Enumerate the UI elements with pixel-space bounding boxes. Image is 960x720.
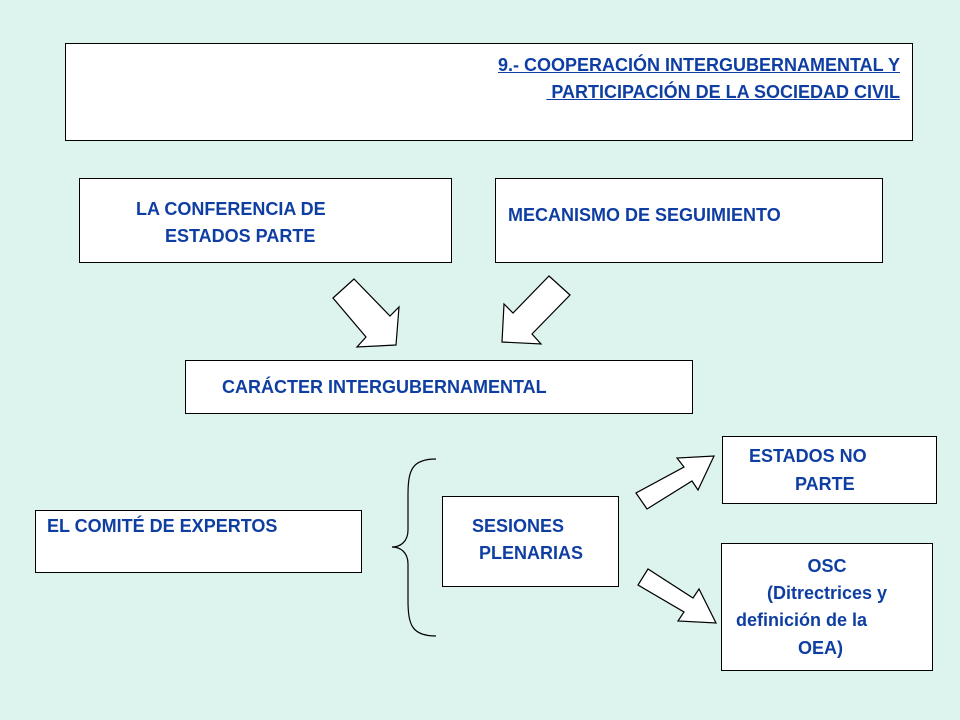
osc-box: OSC (Ditrectrices y definición de la OEA… — [721, 543, 933, 671]
mecanismo-box: MECANISMO DE SEGUIMIENTO — [495, 178, 883, 263]
title-box: 9.- COOPERACIÓN INTERGUBERNAMENTAL Y PAR… — [65, 43, 913, 141]
conferencia-box: LA CONFERENCIA DE ESTADOS PARTE — [79, 178, 452, 263]
arrow-conferencia-to-caracter — [332, 278, 400, 348]
osc-line-4: OEA) — [798, 638, 843, 658]
conferencia-line-2: ESTADOS PARTE — [165, 226, 316, 246]
estados-line-1: ESTADOS NO — [749, 446, 867, 466]
comite-box: EL COMITÉ DE EXPERTOS — [35, 510, 362, 573]
estados-no-parte-box: ESTADOS NO PARTE — [722, 436, 937, 504]
estados-line-2: PARTE — [795, 474, 855, 494]
sesiones-box: SESIONES PLENARIAS — [442, 496, 619, 587]
arrow-sesiones-to-osc — [637, 568, 717, 624]
osc-line-2: (Ditrectrices y — [766, 583, 888, 603]
title-line-2: PARTICIPACIÓN DE LA SOCIEDAD CIVIL — [546, 82, 900, 102]
conferencia-line-1: LA CONFERENCIA DE — [136, 199, 326, 219]
mecanismo-label: MECANISMO DE SEGUIMIENTO — [508, 205, 781, 225]
osc-line-3: definición de la — [736, 610, 868, 630]
sesiones-line-1: SESIONES — [472, 516, 565, 536]
curly-brace — [391, 458, 437, 637]
arrow-sesiones-to-estados — [635, 455, 715, 510]
osc-line-1: OSC — [807, 556, 847, 576]
caracter-box: CARÁCTER INTERGUBERNAMENTAL — [185, 360, 693, 414]
title-line-1: 9.- COOPERACIÓN INTERGUBERNAMENTAL Y — [497, 55, 900, 75]
sesiones-line-2: PLENARIAS — [479, 543, 584, 563]
caracter-label: CARÁCTER INTERGUBERNAMENTAL — [222, 377, 547, 397]
comite-label: EL COMITÉ DE EXPERTOS — [47, 516, 278, 536]
arrow-mecanismo-to-caracter — [501, 275, 571, 345]
